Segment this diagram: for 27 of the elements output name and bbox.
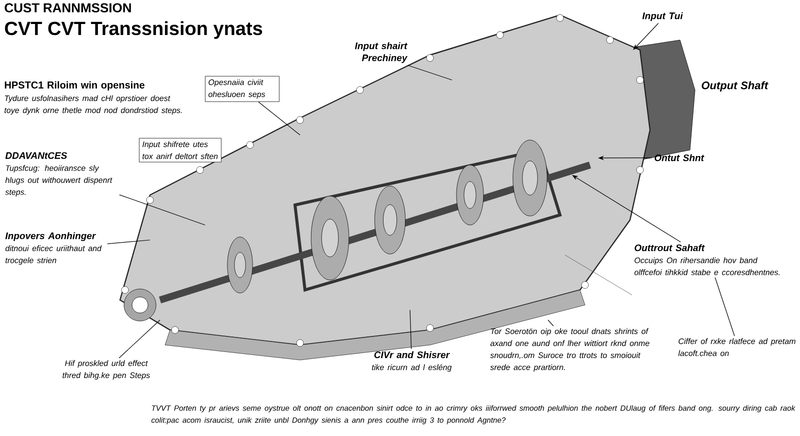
callout-text: Input shairt Prechiney <box>354 42 408 64</box>
callout-text: Inpovers Aonhinger ditnoui eficec uriithaut and trocgele strien <box>5 232 102 265</box>
arrow <box>572 175 681 242</box>
callout-text: Hif proskled urld effect thred bihg.ke pen Steps <box>62 360 150 380</box>
leader-line <box>119 194 206 226</box>
title-text: CVT CVT Transsnision ynats <box>5 21 262 39</box>
leader-line <box>714 277 735 336</box>
leader-line <box>118 320 160 358</box>
arrow <box>633 22 659 50</box>
part-label: Output Shaft <box>702 81 768 92</box>
callout-box: Opesnaiia civiit ohesluoen seps <box>205 76 280 102</box>
callout-text: Tor Soerotön oip oke tooul dnats shrints of axand one aund onf lher wittiort rknd onme snoudrn,.om Suroce tro ttrots to smoiouit srede acce prartiorn. <box>490 328 650 372</box>
callout-text: Input Tui <box>642 12 683 22</box>
leader-line <box>410 310 412 350</box>
leader-line <box>107 240 150 244</box>
callout-box: Input shifrete utes tox anirf deltort sften <box>139 138 222 162</box>
leader-line <box>548 320 554 326</box>
callout-text: Ontut Shnt <box>654 154 704 162</box>
leader-line <box>258 102 300 136</box>
callout-text: Outtrout Sahaft Occuips On rihersandie hov band olffcefoi tihkkid stabe e ccoresdhentnes. <box>634 244 780 276</box>
heading-text: HPSTC1 Riloim win opensine <box>4 81 144 91</box>
callout-text: Ciffer of rxke rlatfece ad pretam lacoft.chea on <box>678 338 796 356</box>
body-text: Tydure usfolnasihers mad cHl oprstioer doest toye dynk orne thetle mod nod dondrstiod steps. <box>4 95 182 115</box>
callout-text: CIVr and Shisrer tike ricurn ad l esléng <box>372 351 452 372</box>
title-text: CUST RANNMSSION <box>4 3 131 12</box>
callout-text: DDAVANtCES Tupsfcug: heoiiranscе sly hlugs out withouwert dispenrt steps. <box>5 152 112 196</box>
leader-line <box>407 64 452 80</box>
